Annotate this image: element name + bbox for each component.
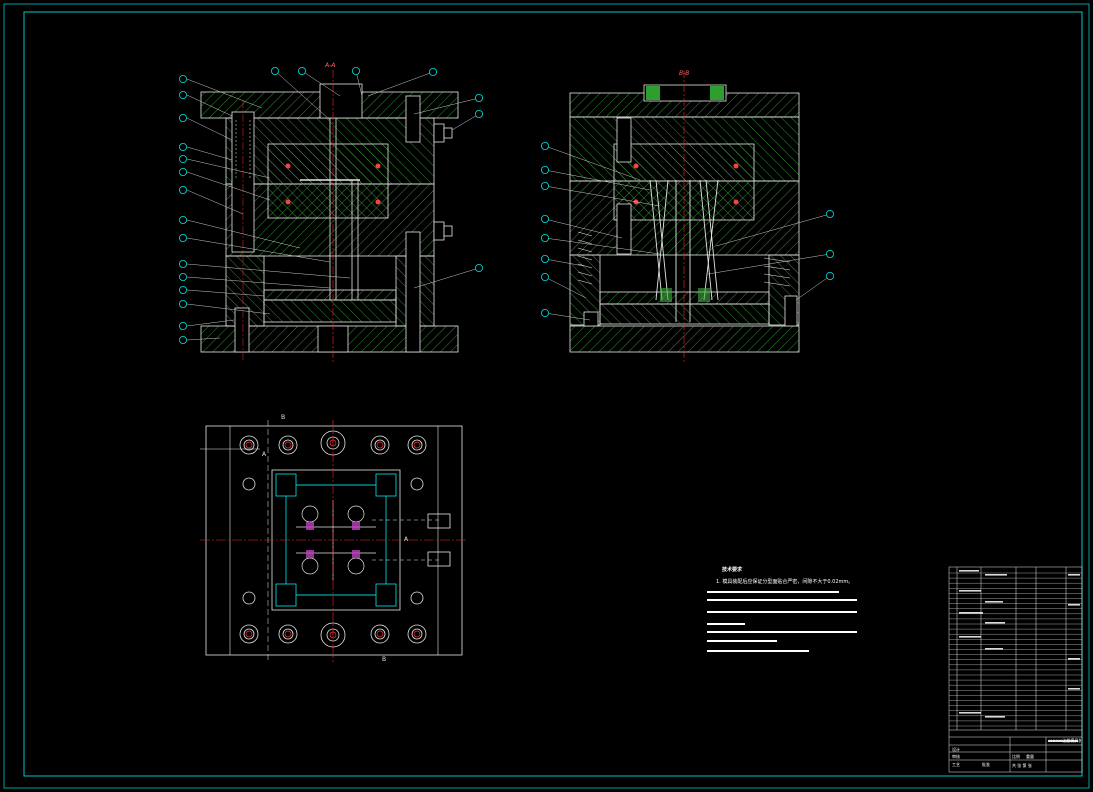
- plan-marker-b-bottom: B: [382, 656, 387, 663]
- part-balloon: [178, 114, 187, 123]
- part-balloon: [826, 249, 835, 258]
- part-balloon: [541, 214, 550, 223]
- part-balloon: [541, 233, 550, 242]
- technical-requirement-bars: [707, 591, 857, 652]
- part-balloon: [826, 209, 835, 218]
- drawing-border-outer: [3, 3, 1090, 789]
- plan-marker-a-right: A: [404, 536, 409, 543]
- part-balloon: [541, 272, 550, 281]
- part-balloon: [474, 110, 483, 119]
- section-a-a-leaders: [186, 70, 480, 341]
- technical-requirement-line-1: 1. 模具装配后应保证分型面贴合严密，间隙不大于0.02mm。: [716, 579, 854, 585]
- part-balloon: [474, 263, 483, 272]
- part-balloon: [178, 285, 187, 294]
- section-b-b-title: B-B: [679, 70, 690, 77]
- part-balloon: [541, 181, 550, 190]
- part-balloon: [541, 254, 550, 263]
- part-balloon: [178, 321, 187, 330]
- plan-marker-a-left: A: [262, 451, 267, 458]
- section-b-b-view: [569, 70, 800, 362]
- bom-rows: [949, 572, 1082, 727]
- section-a-a-title: A-A: [325, 62, 336, 69]
- title-label-scale: 比例: [1012, 754, 1020, 759]
- part-balloon: [178, 167, 187, 176]
- plan-view: [200, 420, 468, 662]
- bom-filled-cells: [959, 570, 1080, 742]
- drawing-border-inner: [23, 11, 1083, 777]
- part-balloon: [178, 154, 187, 163]
- title-label-design: 设计: [952, 747, 960, 752]
- part-balloon: [826, 271, 835, 280]
- title-label-approve: 批准: [982, 762, 990, 767]
- part-balloon: [178, 185, 187, 194]
- part-balloon: [178, 142, 187, 151]
- title-label-review: 审核: [952, 754, 960, 759]
- part-balloon: [178, 75, 187, 84]
- part-balloon: [178, 233, 187, 242]
- part-balloon: [178, 272, 187, 281]
- part-balloon: [178, 215, 187, 224]
- title-label-weight: 重量: [1026, 754, 1034, 759]
- plan-marker-b-top: B: [281, 414, 286, 421]
- technical-requirements-heading: 技术要求: [722, 567, 743, 573]
- part-balloon: [474, 94, 483, 103]
- part-balloon: [541, 308, 550, 317]
- title-label-sheets: 共 张 第 张: [1012, 763, 1032, 768]
- section-a-a-view: [200, 70, 459, 362]
- part-balloon: [541, 141, 550, 150]
- part-balloon: [297, 67, 306, 76]
- section-b-b-leaders: [544, 145, 831, 321]
- part-balloon: [270, 67, 279, 76]
- part-balloon: [178, 335, 187, 344]
- part-balloon: [178, 91, 187, 100]
- part-balloon: [178, 259, 187, 268]
- bill-of-materials-table: [948, 566, 1083, 773]
- part-balloon: [351, 67, 360, 76]
- drawing-name: ××××注塑模具装配图: [1049, 738, 1081, 743]
- title-label-process: 工艺: [952, 762, 960, 767]
- part-balloon: [541, 165, 550, 174]
- part-balloon: [428, 68, 437, 77]
- part-balloon: [178, 299, 187, 308]
